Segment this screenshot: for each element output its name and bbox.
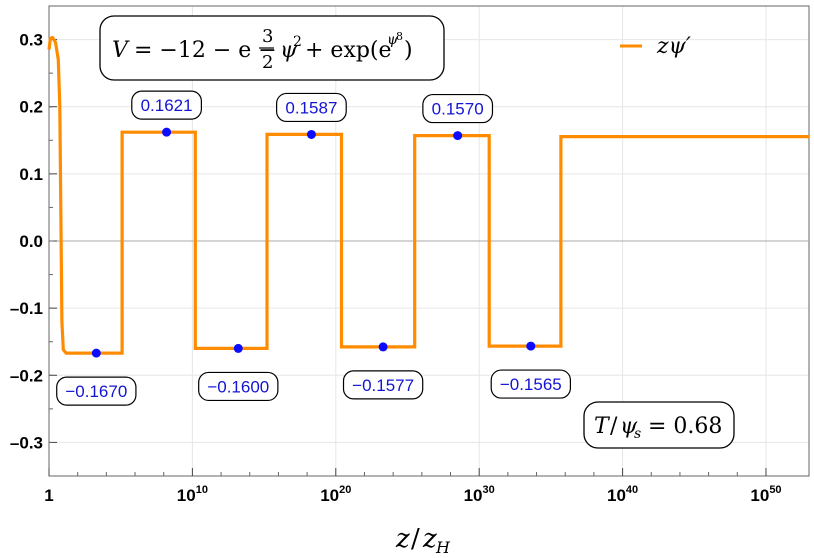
- data-label-box: [342, 370, 424, 400]
- svg-text:): ): [404, 38, 413, 63]
- temperature-annotation: T / ψ s = 0.68: [583, 401, 735, 449]
- x-tick-label: 1030: [464, 484, 495, 505]
- data-label-box: [490, 369, 572, 399]
- svg-text:/: /: [411, 524, 420, 554]
- svg-text:2: 2: [262, 52, 273, 73]
- data-label: −0.1577: [352, 376, 414, 395]
- data-label: −0.1565: [500, 375, 562, 394]
- data-label: 0.1621: [141, 96, 193, 115]
- data-label: −0.1600: [207, 377, 269, 396]
- data-labels-layer: −0.1670 0.1621 −0.1600 0.1587 −0.1577 0.1570 −…: [56, 90, 572, 406]
- data-label: 0.1570: [432, 100, 484, 119]
- data-label: 0.1587: [285, 98, 337, 117]
- data-point-marker: [91, 348, 101, 358]
- x-tick-label: 1050: [750, 484, 781, 505]
- svg-text:3: 3: [262, 26, 273, 47]
- svg-text:ψ: ψ: [387, 32, 399, 48]
- x-tick-label: 1020: [320, 484, 351, 505]
- legend: zψ′: [620, 34, 691, 59]
- svg-text:s: s: [634, 426, 641, 442]
- x-tick-label: 1: [44, 486, 53, 505]
- data-point-marker: [378, 342, 388, 352]
- x-axis-label: z / z H: [395, 524, 451, 557]
- y-tick-label: 0.0: [19, 232, 43, 251]
- data-label: −0.1670: [65, 382, 127, 401]
- svg-text:/: /: [610, 414, 618, 439]
- data-label-box: [422, 93, 494, 124]
- svg-text:V: V: [112, 38, 130, 63]
- y-tick-label: 0.1: [19, 165, 43, 184]
- y-tick-label: –0.1: [10, 299, 43, 318]
- svg-text:z: z: [422, 524, 437, 554]
- legend-label: zψ′: [656, 34, 691, 59]
- x-tick-label: 1040: [607, 484, 638, 505]
- data-label-box: [276, 92, 347, 123]
- svg-text:8: 8: [396, 30, 403, 43]
- data-label-box: [131, 90, 202, 120]
- axis-ticks: 1 1010 1020 1030 1040 1050 0.3 0.2 0.1 0.0 –0.1 –0.…: [10, 5, 782, 505]
- data-point-marker: [162, 127, 172, 137]
- data-label-box: [198, 371, 279, 402]
- data-point-marker: [526, 341, 536, 351]
- svg-text:z: z: [395, 524, 410, 554]
- y-tick-label: –0.2: [10, 366, 43, 385]
- series-layer: [47, 35, 809, 355]
- svg-text:H: H: [435, 538, 451, 557]
- svg-text:ψ: ψ: [280, 38, 298, 63]
- data-point-marker: [306, 129, 316, 139]
- svg-text:ψ: ψ: [620, 414, 638, 439]
- series-line: [47, 35, 809, 355]
- svg-text:= 0.68: = 0.68: [648, 414, 722, 439]
- markers-layer: [91, 127, 536, 358]
- svg-text:2: 2: [293, 34, 302, 50]
- y-tick-label: 0.2: [19, 98, 43, 117]
- data-point-marker: [233, 343, 243, 353]
- data-label-box: [56, 376, 137, 406]
- x-tick-label: 1010: [177, 484, 208, 505]
- y-tick-label: –0.3: [10, 433, 43, 452]
- y-tick-label: 0.3: [19, 31, 43, 50]
- svg-text:T: T: [594, 414, 611, 439]
- svg-text:+ exp(e: + exp(e: [305, 38, 392, 63]
- svg-text:= −12 − e −: = −12 − e −: [134, 38, 277, 63]
- potential-annotation: V = −12 − e − 3 2 ψ 2 + exp(e ψ 8 ): [99, 15, 445, 81]
- data-point-marker: [453, 131, 463, 141]
